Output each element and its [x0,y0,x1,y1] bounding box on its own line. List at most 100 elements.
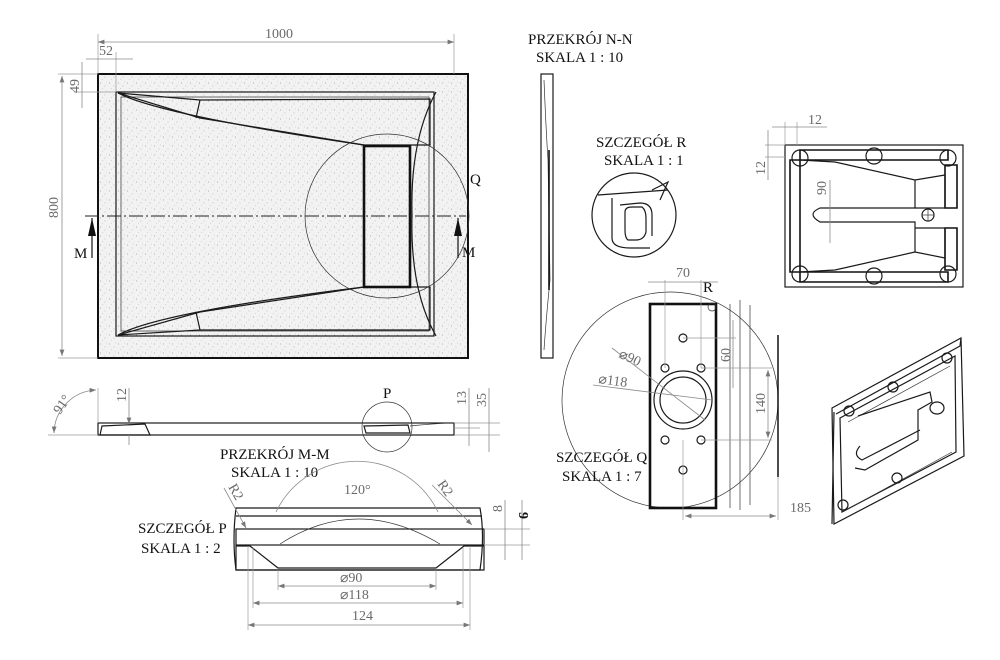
dim-angle-120 [275,460,439,513]
section-m-drain-profile [363,424,411,434]
iso-notch [837,499,849,511]
tray-basin-inner-edge [120,96,430,332]
detail-p-arc [279,518,441,545]
dim-r2-right [431,484,473,526]
section-label-left: M [74,246,87,262]
iso-channel [854,391,933,471]
detail-q-marker: Q [470,172,481,188]
underside-ribs [789,149,958,283]
detail-p-grate [235,528,485,546]
section-label-right: M [462,245,475,261]
iso-rim [839,355,957,513]
dim-9-text: 9 [515,512,530,519]
section-m-scale: SKALA 1 : 10 [231,465,318,481]
screw-hole [660,435,670,445]
dim-under-90-text: 90 [815,181,830,195]
section-n-n: PRZEKRÓJ N-N SKALA 1 : 10 [528,31,633,359]
section-n-scale: SKALA 1 : 10 [536,50,623,66]
dim-q-d90 [611,347,706,421]
dim-r2-right-text: R2 [434,478,456,500]
underside-corner-notch [865,147,883,165]
underside-corner-notch [791,265,809,283]
detail-r-corner [651,180,670,201]
detail-p-marker: P [383,386,391,402]
tray-basin-edge [115,91,435,337]
dim-13-text: 13 [455,391,470,405]
section-arrow-left-icon [88,218,96,236]
section-m-title: PRZEKRÓJ M-M [220,446,330,463]
detail-q-title: SZCZEGÓŁ Q [556,449,647,466]
underside-corner-notch [865,267,883,285]
dim-margin-x-text: 52 [99,44,113,59]
section-m-body [97,422,455,436]
dim-60-text: 60 [719,348,734,362]
dim-r2-left-text: R2 [225,482,246,504]
detail-p-title: SZCZEGÓŁ P [138,520,227,537]
underside-drain-pocket [914,174,946,259]
dim-12-text: 12 [115,388,130,402]
detail-q: R 70 60 140 ⌀90 ⌀118 185 SZCZEGÓŁ Q SKAL… [556,266,811,520]
detail-p-scale: SKALA 1 : 2 [141,541,221,557]
underside-channel [799,159,916,273]
section-n-title: PRZEKRÓJ N-N [528,31,633,48]
dim-margin-y-text: 49 [68,79,83,93]
dim-124-text: 124 [352,609,373,624]
iso-edge [831,337,962,525]
underside-corner-notch [939,149,957,167]
detail-q-scale: SKALA 1 : 7 [562,469,642,485]
dim-under-12v-text: 12 [754,161,769,175]
right-curved-edge [411,91,437,337]
outlet-inner [659,376,707,424]
dim-q-d90-text: ⌀90 [616,347,643,370]
detail-r-geometry [597,189,669,249]
section-n-body [540,73,554,359]
dim-d90-text: ⌀90 [340,571,362,586]
dim-under-12h-text: 12 [808,113,822,128]
section-m-m: 91° 12 13 35 P PRZEKRÓJ M-M SKALA 1 : 10 [48,386,500,481]
detail-r-circle [591,172,677,258]
screw-holes [660,302,717,475]
iso-notch [891,472,903,484]
underside-corner-notch [791,149,809,167]
detail-p: SZCZEGÓŁ P SKALA 1 : 2 120° R2 R2 8 9 ⌀9… [138,460,530,630]
dim-q-d118-text: ⌀118 [597,372,628,391]
dim-angle-120-text: 120° [344,483,371,498]
main-top-view: Q M M 1000 52 49 800 [47,27,481,359]
dim-angle-91-text: 91° [51,393,75,418]
iso-notch [941,352,953,364]
dim-q-d118 [592,384,713,401]
underside-outline [784,144,964,288]
lower-slope-edge [117,286,365,336]
iso-notch [843,405,855,417]
upper-slope-edge [117,92,365,146]
iso-slot [855,429,921,461]
detail-p-base [235,545,485,571]
detail-r: SZCZEGÓŁ R SKALA 1 : 1 [591,134,686,258]
section-arrow-right-icon [454,218,462,236]
dim-35-text: 35 [475,393,490,407]
dim-height-text: 800 [47,197,62,218]
dim-140-text: 140 [754,393,769,414]
isometric-view [831,337,965,525]
dim-angle-91 [51,387,97,434]
dim-8-text: 8 [491,505,506,512]
underside-view: 12 12 90 [754,113,964,288]
iso-notch [887,381,899,393]
detail-r-title: SZCZEGÓŁ R [596,134,686,151]
iso-rib [847,365,953,509]
corner-detail-r-marker [707,302,717,312]
detail-r-corner-marker: R [703,280,713,296]
iso-outline [831,337,965,525]
outlet-outer [653,370,713,430]
dim-70-text: 70 [676,266,690,281]
iso-outlet [929,401,945,415]
detail-r-scale: SKALA 1 : 1 [604,153,684,169]
dim-185-text: 185 [790,501,811,516]
dim-r2-left [223,487,247,529]
underside-corner-notch [939,265,957,283]
lower-slope-break [195,311,201,331]
section-m-edge-profile [99,423,151,436]
detail-circle-p [361,401,413,453]
section-m-slope [409,422,455,427]
dim-d118-text: ⌀118 [340,588,369,603]
